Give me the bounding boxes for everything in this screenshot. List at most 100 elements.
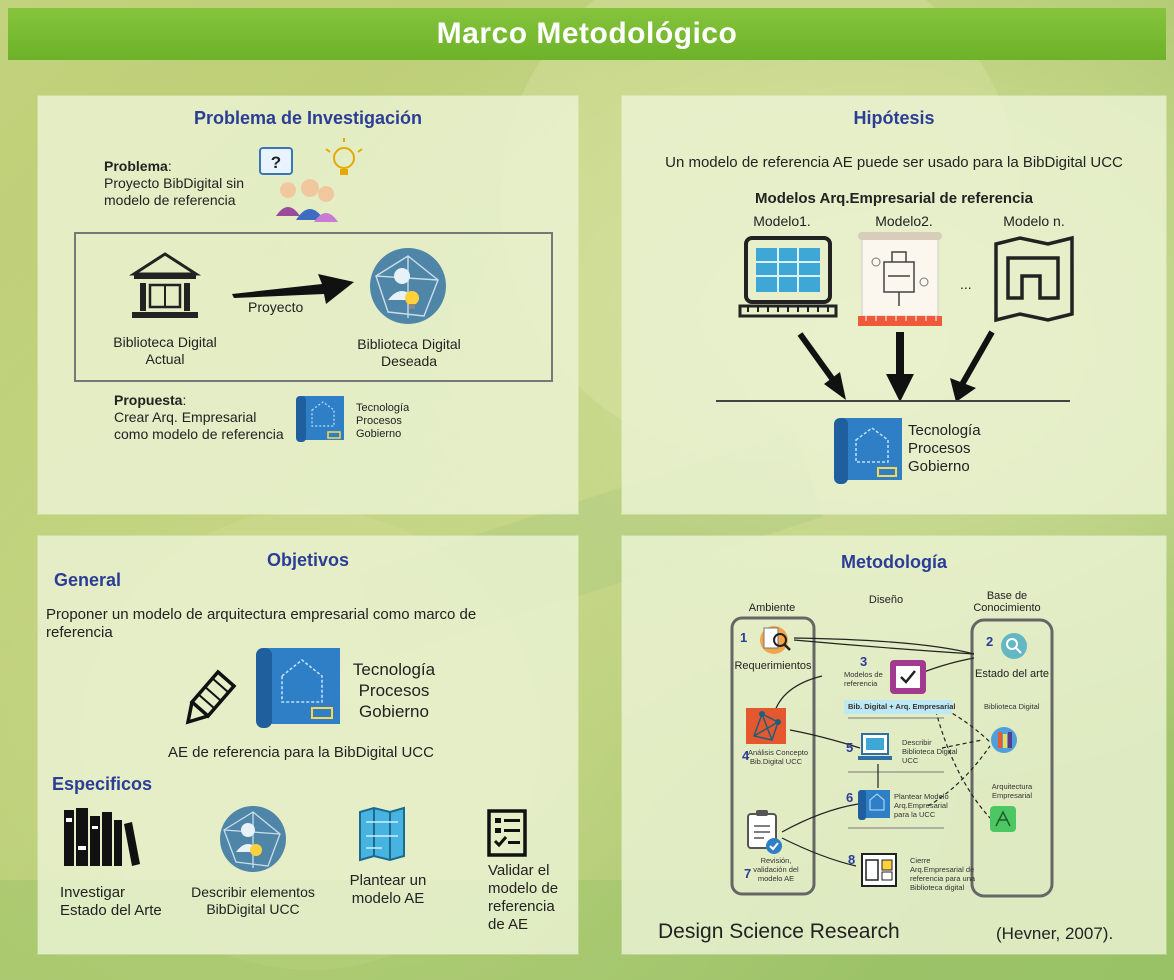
col-ambiente: Ambiente bbox=[748, 602, 796, 614]
objetivos-title: Objetivos bbox=[266, 550, 350, 570]
analisis-2: Bib.Digital UCC bbox=[749, 757, 803, 766]
project-frame bbox=[74, 232, 553, 382]
page-title: Marco Metodológico bbox=[436, 17, 738, 50]
ellipsis: ... bbox=[960, 276, 972, 292]
header-bar: Marco Metodológico bbox=[8, 8, 1166, 60]
n5: 5 bbox=[846, 740, 854, 755]
cierre-3: referencia para una bbox=[910, 874, 976, 883]
problema-title: Problema de Investigación bbox=[193, 108, 423, 128]
tpg-blueprint-icon bbox=[834, 418, 902, 484]
panel-problema: Problema de Investigación Problema: Proy… bbox=[38, 96, 578, 514]
arq-emp-2: Empresarial bbox=[991, 791, 1032, 800]
esp2-line2: BibDigital UCC bbox=[206, 901, 300, 917]
panel-hipotesis: Hipótesis Un modelo de referencia AE pue… bbox=[622, 96, 1166, 514]
n8: 8 bbox=[848, 852, 856, 867]
bib-deseada-1: Biblioteca Digital bbox=[357, 336, 461, 352]
arq-emp-1: Arquitectura bbox=[991, 782, 1033, 791]
digital-library-globe-icon bbox=[370, 248, 446, 324]
dsr-diagram bbox=[730, 616, 1054, 898]
req-label: Requerimientos bbox=[734, 660, 812, 672]
n6: 6 bbox=[846, 790, 854, 805]
divider-line bbox=[716, 400, 1070, 402]
model1-label: Modelo1. bbox=[753, 213, 811, 229]
col-base-2: Conocimiento bbox=[973, 602, 1041, 614]
cierre-1: Cierre bbox=[910, 856, 931, 865]
bib-actual-1: Biblioteca Digital bbox=[113, 334, 217, 350]
esp4-line3: referencia bbox=[488, 898, 555, 915]
objetivos-blueprint-icon bbox=[256, 648, 340, 728]
hipotesis-tpg-3: Gobierno bbox=[908, 458, 970, 475]
n1: 1 bbox=[740, 630, 748, 645]
esp1-line2: Estado del Arte bbox=[60, 902, 162, 919]
panel-metodologia: Metodología Ambiente Diseño Base de Cono… bbox=[622, 536, 1166, 954]
problema-label: Problema: bbox=[104, 158, 172, 174]
ae-ref-text: AE de referencia para la BibDigital UCC bbox=[168, 744, 434, 761]
plantear-2: Arq.Empresarial bbox=[894, 801, 948, 810]
bib-deseada-2: Deseada bbox=[380, 353, 438, 369]
propuesta-tpg-3: Gobierno bbox=[356, 428, 402, 440]
modelos-ref-1: Modelos de bbox=[844, 670, 883, 679]
cierre-4: Biblioteca digital bbox=[910, 883, 965, 892]
pencil-icon bbox=[185, 669, 237, 725]
people-question-icon: ? bbox=[259, 138, 363, 222]
citation: (Hevner, 2007). bbox=[996, 924, 1114, 943]
project-arrow bbox=[232, 274, 354, 304]
especificos-label: Especificos bbox=[52, 774, 153, 794]
analisis-1: Análisis Concepto bbox=[748, 748, 809, 757]
hipotesis-title: Hipótesis bbox=[853, 108, 935, 128]
bib-digital-label: Biblioteca Digital bbox=[984, 702, 1040, 711]
hipotesis-statement: Un modelo de referencia AE puede ser usa… bbox=[665, 154, 1123, 171]
bib-actual-2: Actual bbox=[145, 351, 185, 367]
modelos-ref-2: referencia bbox=[844, 679, 878, 688]
books-icon bbox=[64, 808, 140, 866]
n3: 3 bbox=[860, 654, 868, 669]
revision-2: validación del bbox=[753, 865, 799, 874]
n4: 4 bbox=[742, 748, 750, 763]
objetivos-tpg-2: Procesos bbox=[358, 681, 430, 700]
svg-text:?: ? bbox=[271, 153, 281, 172]
propuesta-label: Propuesta: bbox=[114, 392, 187, 408]
objetivos-tpg-1: Tecnología bbox=[352, 660, 436, 679]
revision-3: modelo AE bbox=[757, 874, 795, 883]
propuesta-tpg-2: Procesos bbox=[356, 415, 402, 427]
col-base-1: Base de bbox=[986, 590, 1028, 602]
revision-1: Revisión, bbox=[760, 856, 792, 865]
esp3-line2: modelo AE bbox=[351, 890, 425, 907]
model2-label: Modelo2. bbox=[875, 213, 933, 229]
general-label: General bbox=[54, 570, 122, 590]
objetivos-tpg-3: Gobierno bbox=[359, 702, 429, 721]
n2: 2 bbox=[986, 634, 994, 649]
n7: 7 bbox=[744, 866, 752, 881]
describir-1: Describir bbox=[902, 738, 932, 747]
model1-blueprint-icon bbox=[738, 236, 838, 318]
esp4-line2: modelo de bbox=[488, 880, 559, 897]
describir-3: UCC bbox=[902, 756, 919, 765]
blueprint-icon bbox=[296, 396, 344, 442]
modeln-map-icon bbox=[994, 235, 1074, 323]
col-diseno: Diseño bbox=[868, 594, 904, 606]
library-building-icon bbox=[128, 252, 202, 318]
esp2-line1: Describir elementos bbox=[191, 884, 315, 900]
model2-schematic-icon bbox=[858, 232, 942, 326]
dsr-label: Design Science Research bbox=[658, 920, 900, 943]
checklist-icon bbox=[487, 809, 527, 857]
esp4-line4: de AE bbox=[488, 916, 529, 933]
plantear-map-icon bbox=[359, 806, 405, 862]
plantear-3: para la UCC bbox=[894, 810, 936, 819]
proyecto-label: Proyecto bbox=[248, 299, 304, 315]
general-text-2: referencia bbox=[46, 624, 113, 641]
esp4-line1: Validar el bbox=[488, 862, 550, 879]
general-text-1: Proponer un modelo de arquitectura empre… bbox=[46, 606, 477, 623]
cierre-2: Arq.Empresarial de bbox=[910, 865, 975, 874]
esp3-line1: Plantear un bbox=[349, 872, 427, 889]
hipotesis-tpg-2: Procesos bbox=[908, 440, 971, 457]
models-title: Modelos Arq.Empresarial de referencia bbox=[755, 190, 1033, 207]
modeln-label: Modelo n. bbox=[1003, 213, 1065, 229]
metodologia-title: Metodología bbox=[841, 552, 947, 572]
describir-globe-icon bbox=[220, 806, 286, 872]
hipotesis-tpg-1: Tecnología bbox=[908, 422, 981, 439]
propuesta-text-1: Crear Arq. Empresarial bbox=[114, 409, 257, 425]
propuesta-text-2: como modelo de referencia bbox=[114, 426, 284, 442]
panel-objetivos: Objetivos General Proponer un modelo de … bbox=[38, 536, 578, 954]
problema-text-1: Proyecto BibDigital sin bbox=[104, 175, 245, 191]
